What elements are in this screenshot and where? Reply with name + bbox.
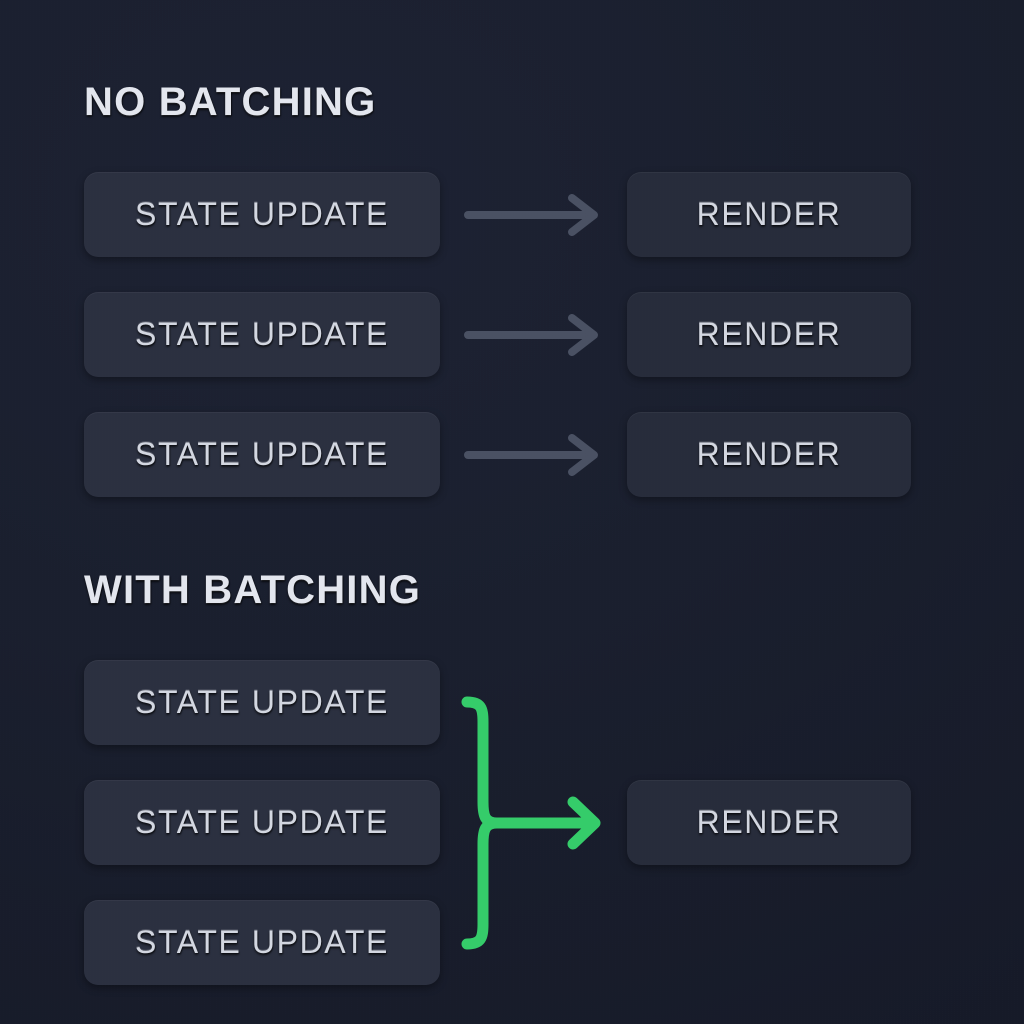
state-update-label: STATE UPDATE: [135, 436, 389, 472]
render-label: RENDER: [696, 804, 842, 840]
state-update-box[interactable]: STATE UPDATE: [84, 780, 440, 865]
state-update-box[interactable]: STATE UPDATE: [84, 412, 440, 497]
render-label: RENDER: [696, 316, 842, 352]
arrow-right-icon: [464, 194, 598, 236]
arrow-right-icon: [464, 314, 598, 356]
section-title-with-batching: WITH BATCHING: [84, 568, 422, 612]
state-update-label: STATE UPDATE: [135, 684, 389, 720]
batching-merge-arrow-icon: [461, 696, 601, 950]
state-update-box[interactable]: STATE UPDATE: [84, 900, 440, 985]
state-update-box[interactable]: STATE UPDATE: [84, 292, 440, 377]
arrow-right-icon: [464, 434, 598, 476]
state-update-label: STATE UPDATE: [135, 804, 389, 840]
section-title-no-batching: NO BATCHING: [84, 80, 377, 124]
state-update-box[interactable]: STATE UPDATE: [84, 660, 440, 745]
render-label: RENDER: [696, 196, 842, 232]
render-box[interactable]: RENDER: [627, 292, 911, 377]
state-update-box[interactable]: STATE UPDATE: [84, 172, 440, 257]
state-update-label: STATE UPDATE: [135, 196, 389, 232]
render-box[interactable]: RENDER: [627, 172, 911, 257]
state-update-label: STATE UPDATE: [135, 316, 389, 352]
render-box[interactable]: RENDER: [627, 780, 911, 865]
state-update-label: STATE UPDATE: [135, 924, 389, 960]
render-label: RENDER: [696, 436, 842, 472]
render-box[interactable]: RENDER: [627, 412, 911, 497]
